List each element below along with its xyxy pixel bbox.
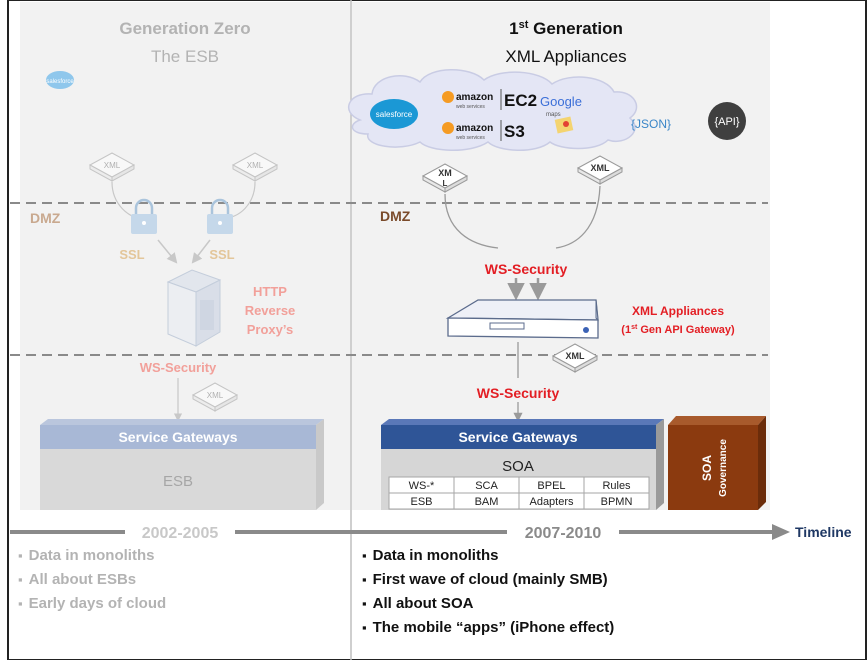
proxy-label-line: Reverse xyxy=(245,303,296,318)
proxy-label-line: Proxy’s xyxy=(247,322,294,337)
ssl-label: SSL xyxy=(119,247,144,262)
timeline-label: Timeline xyxy=(795,524,852,540)
governance-label-line: SOA xyxy=(700,455,714,481)
xml-icon: XML xyxy=(552,343,598,373)
xml-icon-label: XML xyxy=(591,163,611,173)
soa-grid-cell xyxy=(583,492,650,510)
aws-subtitle: web services xyxy=(456,104,485,110)
bullet-item: All about SOA xyxy=(362,592,614,616)
xml-icon-label: XML xyxy=(566,351,586,361)
bullet-item: All about ESBs xyxy=(18,568,166,592)
appliance-title: XML Appliances xyxy=(632,304,724,318)
ec2-label: EC2 xyxy=(504,91,537,110)
salesforce-logo-text: salesforce xyxy=(46,79,74,85)
ssl-label: SSL xyxy=(209,247,234,262)
server-icon xyxy=(166,269,222,347)
soa-grid-label: BPMN xyxy=(601,496,633,508)
api-badge: {API} xyxy=(708,102,746,140)
service-gateways-box-left xyxy=(40,419,324,510)
bullet-item: The mobile “apps” (iPhone effect) xyxy=(362,616,615,640)
governance-label-line: Governance xyxy=(718,439,729,497)
right-title: 1st Generation xyxy=(509,19,623,38)
xml-icon: XML xyxy=(89,152,135,182)
left-title: Generation Zero xyxy=(119,19,250,38)
lock-icon xyxy=(131,198,157,234)
connector xyxy=(191,239,211,264)
ws-security-label-top: WS-Security xyxy=(485,261,568,277)
s3-label: S3 xyxy=(504,122,525,141)
lock-icon xyxy=(207,198,233,234)
timeline-arrowhead xyxy=(772,524,790,540)
soa-grid-label: Adapters xyxy=(529,496,574,508)
bullet-item: Early days of cloud xyxy=(18,592,167,616)
bullet-item: Data in monoliths xyxy=(18,544,166,568)
left-subtitle: The ESB xyxy=(151,47,219,66)
period-label-bg xyxy=(125,522,235,542)
salesforce-logo-text: salesforce xyxy=(376,110,413,119)
salesforce-logo: salesforce xyxy=(370,99,418,129)
xml-icon-label: XML xyxy=(207,391,224,400)
soa-label: SOA xyxy=(502,458,534,475)
period-label-left: 2002-2005 xyxy=(142,525,219,542)
soa-grid-label: ESB xyxy=(410,496,432,508)
proxy-label-line: HTTP xyxy=(253,284,287,299)
bullet-item: First wave of cloud (mainly SMB) xyxy=(362,568,614,592)
connector xyxy=(555,185,601,249)
period-label-right: 2007-2010 xyxy=(525,525,602,542)
xml-icon: XM L xyxy=(422,163,468,193)
aws-subtitle: web services xyxy=(456,135,485,141)
connector xyxy=(444,193,499,249)
service-gateways-label-right: Service Gateways xyxy=(458,429,577,445)
xml-icon-label: XML xyxy=(104,161,121,170)
right-bullet-list: Data in monoliths First wave of cloud (m… xyxy=(362,544,615,640)
maps-subtitle: maps xyxy=(546,112,561,118)
api-label: {API} xyxy=(714,116,739,128)
amazon-ec2-logo: amazon web services EC2 xyxy=(442,89,537,110)
soa-governance-box xyxy=(668,416,766,510)
esb-label: ESB xyxy=(163,473,193,490)
xml-icon: XML xyxy=(192,382,238,412)
dmz-label-right: DMZ xyxy=(380,208,411,224)
xml-icon: XML xyxy=(232,152,278,182)
soa-grid-label: WS-* xyxy=(409,480,435,492)
xml-icon: XML xyxy=(577,155,623,185)
xml-appliance-device xyxy=(445,299,599,339)
salesforce-cloud-logo: salesforce xyxy=(46,71,74,89)
ws-security-label-left: WS-Security xyxy=(140,360,217,375)
period-label-bg xyxy=(507,522,619,542)
appliance-subtitle: (1st Gen API Gateway) xyxy=(621,324,735,336)
amazon-s3-logo: amazon web services S3 xyxy=(442,120,525,141)
left-bullet-list: Data in monoliths All about ESBs Early d… xyxy=(18,544,167,616)
service-gateways-label-left: Service Gateways xyxy=(118,429,237,445)
amazon-logo-text: amazon xyxy=(456,123,493,134)
google-logo-text: Google xyxy=(540,94,582,109)
xml-icon-label: XML xyxy=(247,161,264,170)
dmz-label-left: DMZ xyxy=(30,210,61,226)
bullet-item: Data in monoliths xyxy=(362,544,614,568)
json-label: {JSON} xyxy=(631,117,671,131)
soa-grid-label: Rules xyxy=(602,480,631,492)
soa-grid-label: SCA xyxy=(475,480,498,492)
soa-grid-label: BAM xyxy=(475,496,499,508)
right-subtitle: XML Appliances xyxy=(505,47,626,66)
connector xyxy=(157,239,178,264)
ws-security-label-bottom: WS-Security xyxy=(477,385,560,401)
xml-icon-label: L xyxy=(443,179,448,188)
xml-icon-label: XM xyxy=(438,168,452,178)
google-maps-logo: Google maps xyxy=(540,94,582,134)
amazon-logo-text: amazon xyxy=(456,92,493,103)
soa-grid-label: BPEL xyxy=(537,480,565,492)
